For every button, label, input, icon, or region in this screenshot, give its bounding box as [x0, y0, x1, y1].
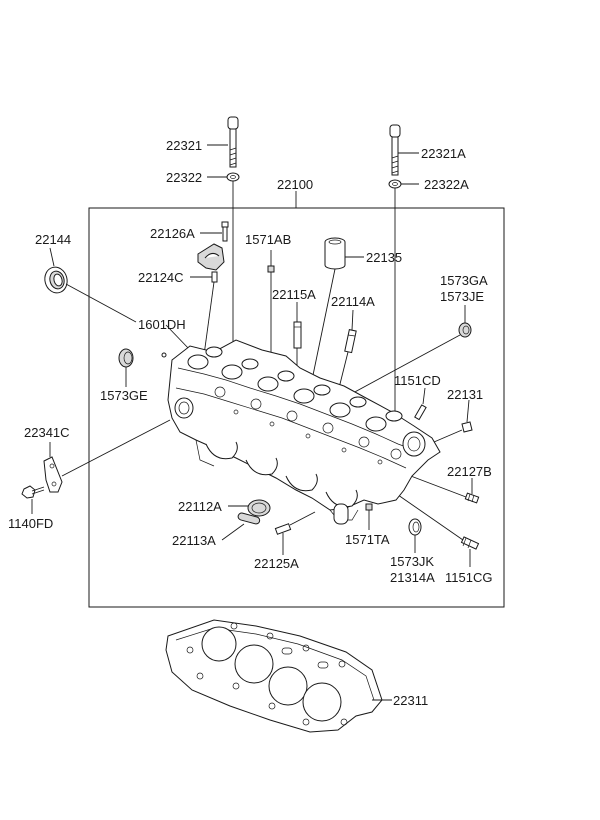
part-labels: 22321 22322 22100 22321A 22322A 22144 22… — [8, 138, 492, 708]
cap-1573GE — [118, 348, 134, 368]
label-1573JE: 1573JE — [440, 289, 484, 304]
label-1571TA: 1571TA — [345, 532, 390, 547]
label-22321: 22321 — [166, 138, 202, 153]
label-22322: 22322 — [166, 170, 202, 185]
label-22322A: 22322A — [424, 177, 469, 192]
cylinder-head-assembly-frame — [88, 207, 505, 608]
label-22112A: 22112A — [178, 499, 222, 514]
plug-1601DH — [161, 352, 167, 358]
label-1151CD: 1151CD — [394, 373, 441, 388]
label-22124C: 22124C — [138, 270, 184, 285]
stud-1151CD — [414, 404, 427, 421]
label-22115A: 22115A — [272, 287, 316, 302]
stud-22127B — [464, 492, 480, 504]
plug-22131 — [461, 421, 473, 433]
plug-1571AB — [267, 265, 275, 273]
bolt-1140FD — [21, 485, 45, 499]
plug-22113A — [237, 512, 261, 525]
dowel-22125A — [274, 523, 292, 535]
bearing-cap-22124C — [197, 243, 225, 283]
bracket-22341C — [43, 456, 63, 493]
label-1571AB: 1571AB — [245, 232, 291, 247]
cylinder-head-22100 — [167, 339, 441, 525]
label-22127B: 22127B — [447, 464, 492, 479]
label-22131: 22131 — [447, 387, 483, 402]
label-22321A: 22321A — [421, 146, 466, 161]
cap-1573GA-1573JE — [458, 322, 472, 338]
valve-guide-22114A — [344, 329, 357, 354]
label-1573GA: 1573GA — [440, 273, 488, 288]
plug-1571TA — [365, 503, 373, 511]
label-1601DH: 1601DH — [138, 317, 186, 332]
valve-guide-22115A — [293, 321, 302, 349]
label-22144: 22144 — [35, 232, 71, 247]
label-22113A: 22113A — [172, 533, 216, 548]
label-22100: 22100 — [277, 177, 313, 192]
washer-22322 — [226, 172, 240, 182]
oil-seal-22144 — [44, 266, 68, 294]
label-1573GE: 1573GE — [100, 388, 148, 403]
head-bolt-22321A — [389, 124, 401, 176]
label-22125A: 22125A — [254, 556, 299, 571]
ring-1573JK — [408, 518, 422, 536]
stud-1151CG — [460, 536, 480, 550]
tappet-22135 — [324, 237, 346, 270]
bolt-22126A — [221, 221, 229, 242]
label-21314A: 21314A — [390, 570, 435, 585]
head-gasket-22311 — [165, 619, 383, 733]
washer-22322A — [388, 179, 402, 189]
label-22341C: 22341C — [24, 425, 70, 440]
label-22114A: 22114A — [331, 294, 375, 309]
head-bolt-22321 — [227, 116, 239, 168]
label-22135: 22135 — [366, 250, 402, 265]
label-22311: 22311 — [393, 693, 428, 708]
label-1573JK: 1573JK — [390, 554, 434, 569]
plug-22112A — [247, 499, 271, 517]
label-1151CG: 1151CG — [445, 570, 492, 585]
label-22126A: 22126A — [150, 226, 195, 241]
label-1140FD: 1140FD — [8, 516, 53, 531]
